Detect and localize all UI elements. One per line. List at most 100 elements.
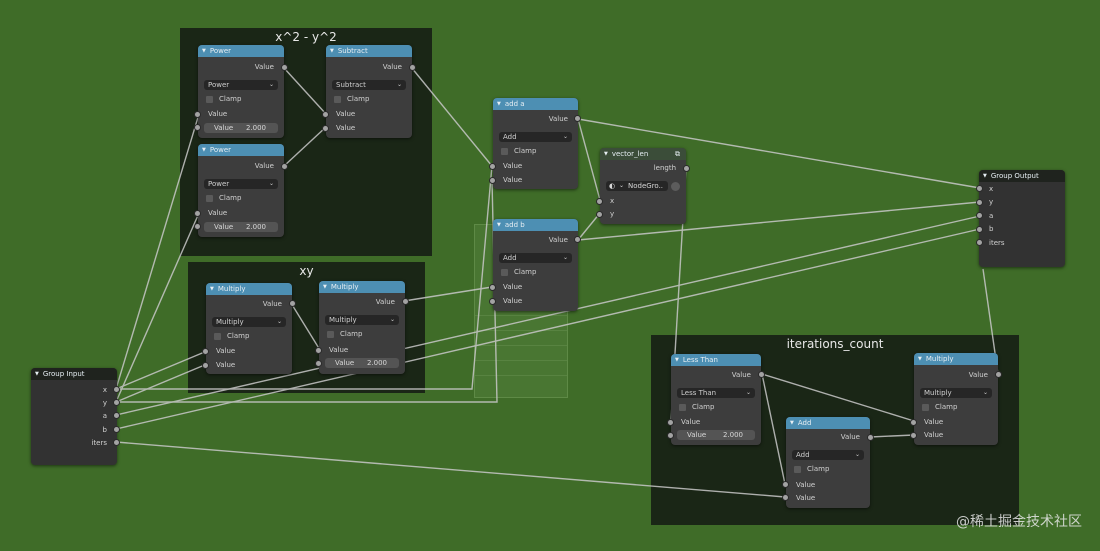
input-socket[interactable]: [490, 164, 495, 169]
clamp-checkbox[interactable]: Clamp: [922, 402, 957, 412]
node-header[interactable]: ▼Group Output: [979, 170, 1065, 182]
node-multiply-3[interactable]: ▼Multiply Value Multiply⌄ Clamp Value Va…: [911, 353, 1001, 445]
input-socket[interactable]: [668, 420, 673, 425]
operation-dropdown[interactable]: Multiply⌄: [920, 388, 992, 398]
operation-dropdown[interactable]: Multiply⌄: [212, 317, 286, 327]
output-socket[interactable]: [290, 301, 295, 306]
node-header[interactable]: ▼add a: [493, 98, 578, 110]
input-socket[interactable]: [316, 361, 321, 366]
operation-dropdown[interactable]: Multiply⌄: [325, 315, 399, 325]
output-socket[interactable]: [575, 116, 580, 121]
output-socket[interactable]: [410, 65, 415, 70]
node-less-than[interactable]: ▼Less Than Value Less Than⌄ Clamp Value …: [668, 354, 764, 445]
input-socket[interactable]: [977, 200, 982, 205]
collapse-icon[interactable]: ▼: [323, 284, 327, 290]
input-socket[interactable]: [668, 433, 673, 438]
node-multiply-1[interactable]: ▼Multiply Value Multiply⌄ Clamp Value Va…: [203, 283, 295, 374]
clamp-checkbox[interactable]: Clamp: [206, 193, 241, 203]
collapse-icon[interactable]: ▼: [202, 147, 206, 153]
node-vector-len[interactable]: ▼vector_len⧉ length ◐ ⌄ NodeGro.. x y: [597, 148, 689, 224]
output-socket[interactable]: [114, 387, 119, 392]
output-socket[interactable]: [684, 166, 689, 171]
node-group-output[interactable]: ▼Group Output x y a b iters: [977, 170, 1065, 267]
input-socket[interactable]: [911, 433, 916, 438]
input-socket[interactable]: [783, 495, 788, 500]
unlink-icon[interactable]: [671, 182, 680, 191]
node-header[interactable]: ▼vector_len⧉: [600, 148, 686, 160]
clamp-checkbox[interactable]: Clamp: [501, 146, 536, 156]
node-header[interactable]: ▼Power: [198, 45, 284, 57]
node-header[interactable]: ▼Multiply: [319, 281, 405, 293]
node-header[interactable]: ▼Multiply: [914, 353, 998, 365]
operation-dropdown[interactable]: Less Than⌄: [677, 388, 755, 398]
operation-dropdown[interactable]: Add⌄: [792, 450, 864, 460]
clamp-checkbox[interactable]: Clamp: [206, 94, 241, 104]
collapse-icon[interactable]: ▼: [497, 222, 501, 228]
operation-dropdown[interactable]: Add⌄: [499, 132, 572, 142]
clamp-checkbox[interactable]: Clamp: [794, 464, 829, 474]
clamp-checkbox[interactable]: Clamp: [679, 402, 714, 412]
input-socket[interactable]: [195, 125, 200, 130]
input-socket[interactable]: [783, 482, 788, 487]
input-socket[interactable]: [911, 420, 916, 425]
input-socket[interactable]: [203, 363, 208, 368]
operation-dropdown[interactable]: Subtract⌄: [332, 80, 406, 90]
output-socket[interactable]: [282, 164, 287, 169]
output-socket[interactable]: [114, 440, 119, 445]
clamp-checkbox[interactable]: Clamp: [214, 331, 249, 341]
input-socket[interactable]: [490, 178, 495, 183]
input-socket[interactable]: [597, 199, 602, 204]
collapse-icon[interactable]: ▼: [675, 357, 679, 363]
input-socket[interactable]: [203, 349, 208, 354]
input-socket[interactable]: [323, 112, 328, 117]
input-socket[interactable]: [195, 224, 200, 229]
output-socket[interactable]: [114, 413, 119, 418]
output-socket[interactable]: [114, 400, 119, 405]
operation-dropdown[interactable]: Add⌄: [499, 253, 572, 263]
input-socket[interactable]: [490, 299, 495, 304]
node-header[interactable]: ▼Multiply: [206, 283, 292, 295]
node-header[interactable]: ▼Subtract: [326, 45, 412, 57]
input-socket[interactable]: [323, 126, 328, 131]
node-group-input[interactable]: ▼Group Input x y a b iters: [31, 368, 119, 465]
collapse-icon[interactable]: ▼: [210, 286, 214, 292]
collapse-icon[interactable]: ▼: [35, 371, 39, 377]
node-header[interactable]: ▼Power: [198, 144, 284, 156]
operation-dropdown[interactable]: Power⌄: [204, 179, 278, 189]
collapse-icon[interactable]: ▼: [330, 48, 334, 54]
input-socket[interactable]: [977, 213, 982, 218]
output-socket[interactable]: [282, 65, 287, 70]
clamp-checkbox[interactable]: Clamp: [327, 329, 362, 339]
input-socket[interactable]: [490, 285, 495, 290]
node-header[interactable]: ▼Less Than: [671, 354, 761, 366]
input-socket[interactable]: [977, 186, 982, 191]
collapse-icon[interactable]: ▼: [497, 101, 501, 107]
collapse-icon[interactable]: ▼: [790, 420, 794, 426]
collapse-icon[interactable]: ▼: [918, 356, 922, 362]
operation-dropdown[interactable]: Power⌄: [204, 80, 278, 90]
node-header[interactable]: ▼Add: [786, 417, 870, 429]
output-socket[interactable]: [403, 299, 408, 304]
output-socket[interactable]: [996, 372, 1001, 377]
node-multiply-2[interactable]: ▼Multiply Value Multiply⌄ Clamp Value Va…: [316, 281, 408, 374]
input-socket[interactable]: [977, 227, 982, 232]
node-group-selector[interactable]: ◐ ⌄ NodeGro..: [606, 181, 668, 191]
collapse-icon[interactable]: ▼: [604, 151, 608, 157]
output-socket[interactable]: [759, 372, 764, 377]
node-add-b[interactable]: ▼add b Value Add⌄ Clamp Value Value: [490, 219, 580, 311]
input-socket[interactable]: [195, 211, 200, 216]
input-socket[interactable]: [316, 348, 321, 353]
input-socket[interactable]: [597, 212, 602, 217]
output-socket[interactable]: [114, 427, 119, 432]
collapse-icon[interactable]: ▼: [983, 173, 987, 179]
clamp-checkbox[interactable]: Clamp: [334, 94, 369, 104]
node-subtract[interactable]: ▼Subtract Value Subtract⌄ Clamp Value Va…: [323, 45, 415, 138]
node-header[interactable]: ▼add b: [493, 219, 578, 231]
collapse-icon[interactable]: ▼: [202, 48, 206, 54]
clamp-checkbox[interactable]: Clamp: [501, 267, 536, 277]
